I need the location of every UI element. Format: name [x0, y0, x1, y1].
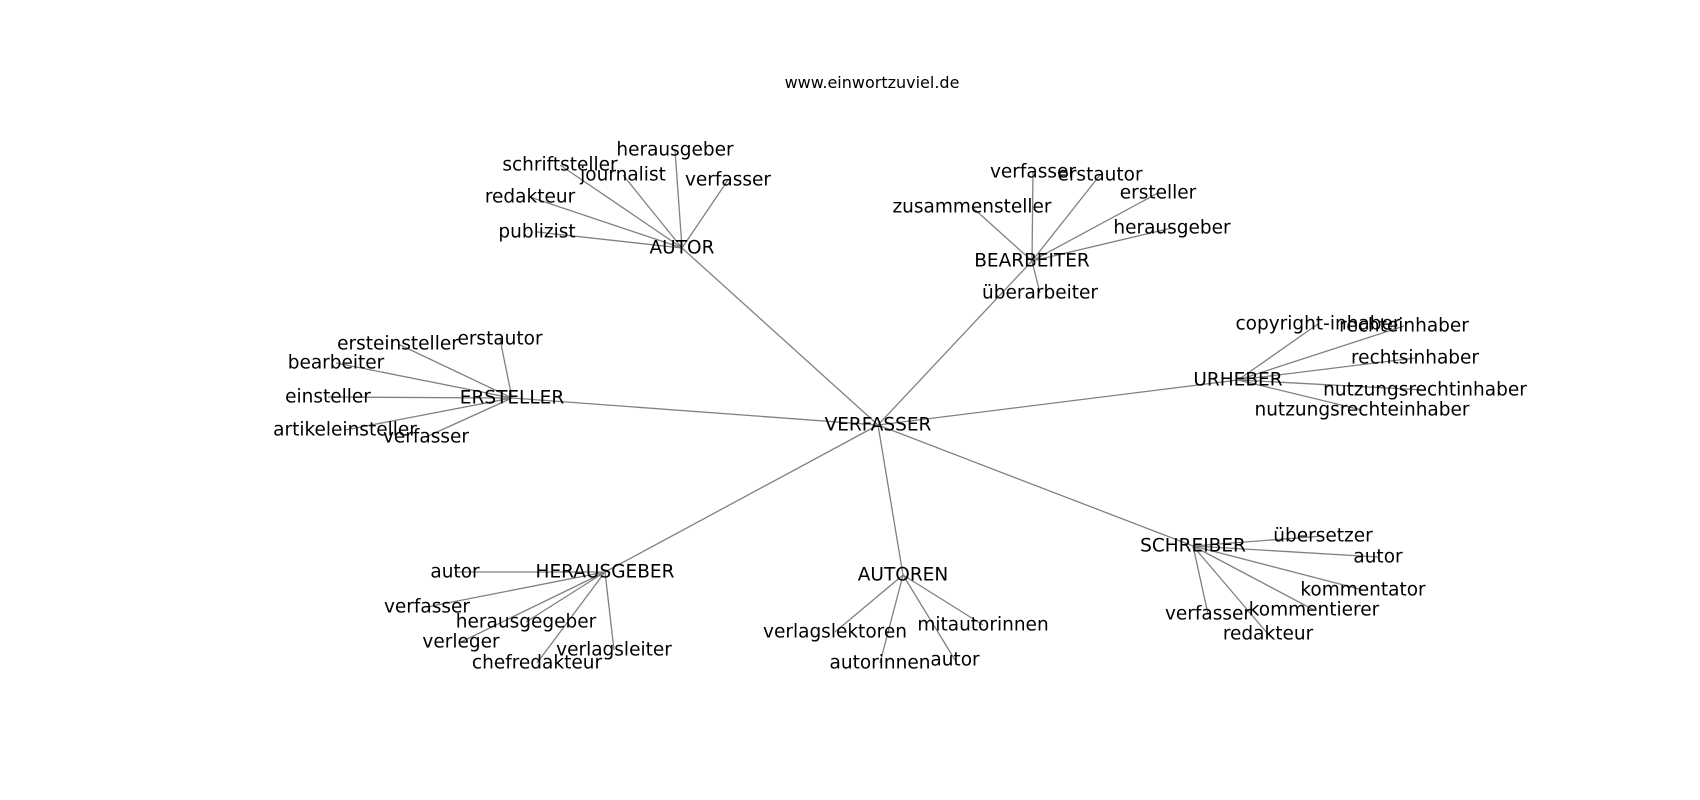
leaf-node-label: verfasser [1165, 604, 1251, 625]
leaf-node-label: herausgegeber [456, 612, 597, 633]
edge-group-to-leaf [536, 571, 606, 664]
leaf-node-label: einsteller [285, 387, 371, 408]
leaf-node-label: rechtsinhaber [1351, 348, 1479, 369]
edge-root-to-group [877, 379, 1239, 426]
leaf-node-label: chefredakteur [472, 653, 603, 674]
source-url-title: www.einwortzuviel.de [785, 73, 960, 92]
edge-group-to-leaf [1237, 379, 1426, 391]
edge-group-to-leaf [834, 574, 904, 633]
leaf-node-label: erstautor [1057, 165, 1143, 186]
leaf-node-label: verfasser [384, 597, 470, 618]
edge-group-to-leaf [604, 571, 615, 651]
edge-group-to-leaf [460, 571, 606, 643]
edge-group-to-leaf [425, 397, 513, 438]
leaf-node-label: autor [930, 650, 980, 671]
edge-group-to-leaf [879, 574, 904, 664]
edge-group-to-leaf [681, 179, 729, 249]
edge-group-to-leaf [426, 571, 606, 608]
edge-root-to-group [681, 247, 879, 426]
leaf-node-label: schriftsteller [502, 155, 618, 176]
edge-group-to-leaf [536, 231, 683, 249]
edge-group-to-leaf [1237, 323, 1319, 381]
labels-layer: VERFASSERAUTORschriftstellerherausgeberj… [273, 140, 1527, 674]
leaf-node-label: zusammensteller [892, 197, 1051, 218]
edge-group-to-leaf [525, 571, 606, 623]
edges-layer [327, 149, 1426, 664]
leaf-node-label: journalist [579, 165, 666, 186]
leaf-node-label: verlagslektoren [763, 622, 907, 643]
leaf-node-label: verfasser [685, 170, 771, 191]
leaf-node-label: copyright-inhaber [1236, 314, 1401, 335]
edge-group-to-leaf [559, 164, 683, 249]
edge-group-to-leaf [971, 206, 1033, 262]
edge-group-to-leaf [1031, 171, 1034, 262]
edge-group-to-leaf [529, 196, 683, 249]
group-node-label: BEARBEITER [974, 251, 1090, 272]
edge-group-to-leaf [1031, 227, 1173, 262]
leaf-node-label: ersteinsteller [337, 334, 459, 355]
edge-group-to-leaf [902, 574, 984, 626]
edge-group-to-leaf [499, 338, 513, 399]
edge-group-to-leaf [1192, 545, 1364, 591]
group-node-label: ERSTELLER [460, 388, 565, 409]
leaf-node-label: verfasser [990, 162, 1076, 183]
leaf-node-label: nutzungsrechtinhaber [1323, 380, 1527, 401]
leaf-node-label: autor [430, 562, 480, 583]
edge-root-to-group [511, 397, 879, 426]
leaf-node-label: herausgeber [616, 140, 734, 161]
root-node-label: VERFASSER [825, 415, 932, 436]
edge-group-to-leaf [622, 174, 683, 249]
edge-group-to-leaf [327, 396, 513, 399]
edge-group-to-leaf [1031, 174, 1101, 262]
leaf-node-label: herausgeber [1113, 218, 1231, 239]
leaf-node-label: ersteller [1120, 183, 1197, 204]
edge-root-to-group [877, 424, 1194, 547]
leaf-node-label: artikeleinsteller [273, 420, 417, 441]
group-node-label: URHEBER [1193, 370, 1282, 391]
edge-group-to-leaf [1192, 545, 1379, 558]
leaf-node-label: mitautorinnen [917, 615, 1048, 636]
leaf-node-label: erstautor [457, 329, 543, 350]
leaf-node-label: redakteur [485, 187, 576, 208]
edge-root-to-group [604, 424, 879, 573]
leaf-node-label: redakteur [1223, 624, 1314, 645]
edge-group-to-leaf [1237, 379, 1363, 411]
edge-group-to-leaf [335, 362, 513, 399]
edge-group-to-leaf [1192, 535, 1324, 547]
leaf-node-label: kommentator [1300, 580, 1426, 601]
edge-group-to-leaf [1031, 192, 1159, 262]
edge-root-to-group [877, 260, 1033, 426]
group-node-label: AUTOR [650, 238, 715, 259]
leaf-node-label: autorinnen [830, 653, 931, 674]
group-node-label: SCHREIBER [1140, 536, 1246, 557]
edge-group-to-leaf [674, 149, 683, 249]
leaf-node-label: übersetzer [1273, 526, 1373, 547]
leaf-node-label: verfasser [383, 427, 469, 448]
edge-group-to-leaf [344, 397, 513, 431]
leaf-node-label: überarbeiter [982, 283, 1098, 304]
edge-group-to-leaf [1237, 357, 1416, 381]
group-node-label: HERAUSGEBER [536, 562, 675, 583]
edge-group-to-leaf [397, 343, 513, 399]
group-node-label: AUTOREN [858, 565, 948, 586]
edge-group-to-leaf [1192, 545, 1209, 615]
leaf-node-label: verleger [422, 632, 500, 653]
edge-group-to-leaf [1031, 260, 1041, 294]
leaf-node-label: kommentierer [1249, 600, 1380, 621]
leaf-node-label: publizist [498, 222, 575, 243]
leaf-node-label: nutzungsrechteinhaber [1254, 400, 1469, 421]
edge-group-to-leaf [1192, 545, 1269, 635]
leaf-node-label: rechteinhaber [1339, 316, 1469, 337]
edge-group-to-leaf [902, 574, 956, 661]
leaf-node-label: verlagsleiter [556, 640, 672, 661]
edge-root-to-group [877, 424, 904, 576]
leaf-node-label: autor [1353, 547, 1403, 568]
edge-group-to-leaf [1237, 325, 1405, 381]
edge-group-to-leaf [1192, 545, 1315, 611]
leaf-node-label: bearbeiter [288, 353, 385, 374]
